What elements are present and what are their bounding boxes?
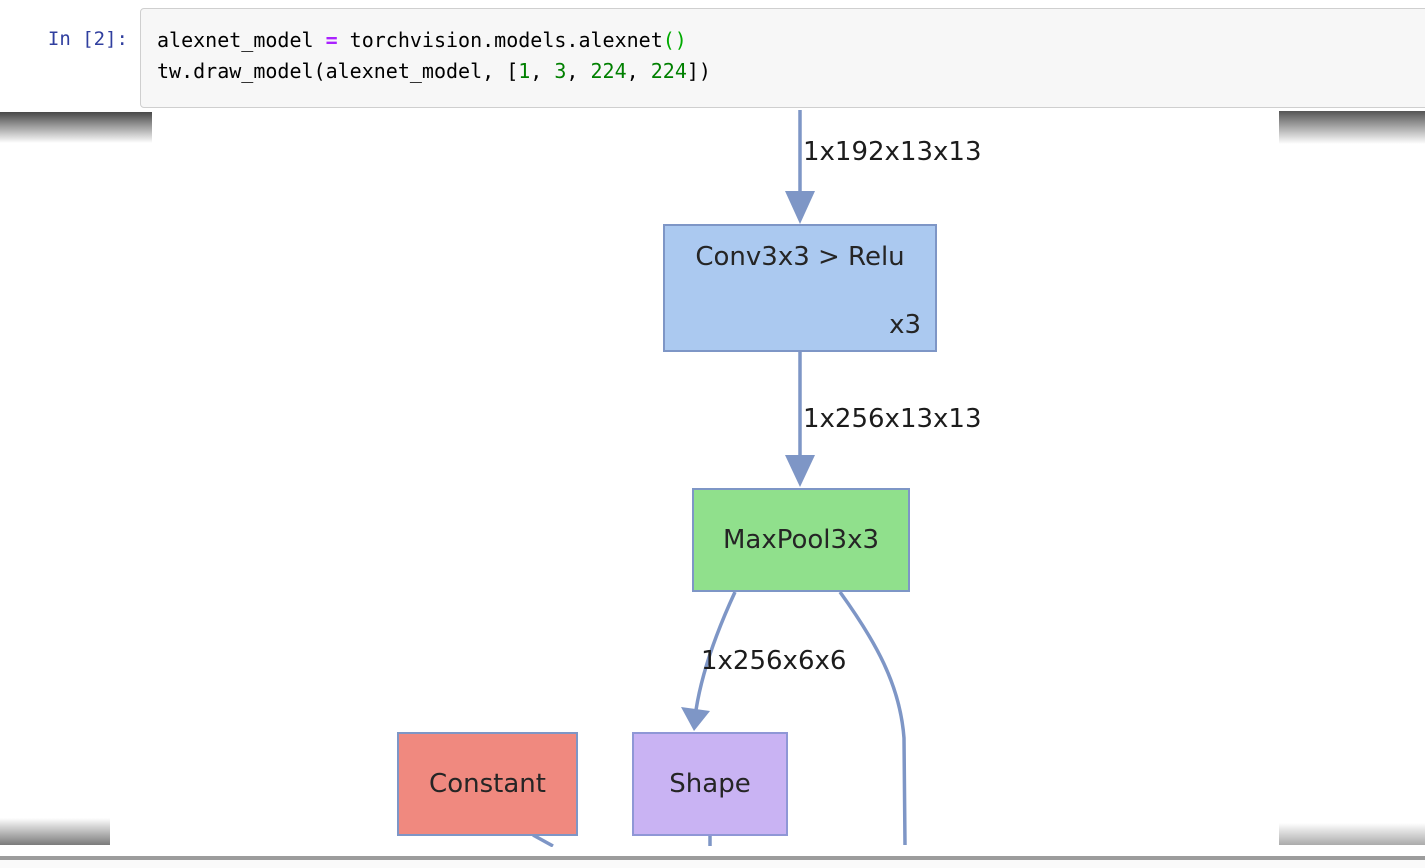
code-text: , <box>626 59 651 83</box>
operator-token: = <box>325 28 338 52</box>
edge-maxpool-to-shape <box>694 591 737 711</box>
code-line-2: tw.draw_model(alexnet_model, [1, 3, 224,… <box>157 59 711 83</box>
bracket-token: () <box>662 28 687 52</box>
code-text: alexnet_model <box>157 28 326 52</box>
code-text: torchvision.models.alexnet <box>337 28 663 52</box>
node-label: Shape <box>669 769 751 799</box>
tensor-shape-label: 1x192x13x13 <box>803 137 982 167</box>
node-constant: Constant <box>397 732 578 836</box>
edges-svg <box>532 110 907 847</box>
node-label: Conv3x3 > Relu <box>695 242 905 272</box>
arrowhead-maxpool <box>785 455 815 487</box>
edge-stub-constant <box>532 833 554 847</box>
node-conv3x3-relu: Conv3x3 > Relu x3 <box>663 224 937 352</box>
edge-maxpool-right-branch <box>838 590 907 846</box>
shadow-top-left <box>0 112 152 143</box>
code-cell[interactable]: alexnet_model = torchvision.models.alexn… <box>140 8 1425 108</box>
code-text: tw.draw_model(alexnet_model, [ <box>157 59 519 83</box>
number-token: 224 <box>650 59 687 83</box>
model-diagram-output: 1x192x13x13 1x256x13x13 1x256x6x6 Conv3x… <box>0 110 1425 847</box>
node-repeat-badge: x3 <box>889 310 921 340</box>
shadow-bottom-left <box>0 818 110 845</box>
node-maxpool3x3: MaxPool3x3 <box>692 488 910 592</box>
code-text: , <box>566 59 591 83</box>
arrowhead-shape <box>681 707 710 731</box>
shadow-bottom-right <box>1279 823 1425 845</box>
shadow-top-right <box>1279 111 1425 144</box>
code-editor[interactable]: alexnet_model = torchvision.models.alexn… <box>141 9 1425 87</box>
code-line-1: alexnet_model = torchvision.models.alexn… <box>157 28 687 52</box>
number-token: 1 <box>518 59 531 83</box>
node-label: Constant <box>429 769 546 799</box>
node-label: MaxPool3x3 <box>722 525 879 555</box>
code-text: , <box>530 59 555 83</box>
cell-prompt: In [2]: <box>47 28 128 50</box>
bottom-strip <box>0 860 1425 868</box>
node-shape: Shape <box>632 732 788 836</box>
number-token: 3 <box>554 59 567 83</box>
bottom-divider <box>0 856 1425 860</box>
number-token: 224 <box>590 59 627 83</box>
arrowhead-conv <box>785 191 815 224</box>
tensor-shape-label: 1x256x6x6 <box>701 646 847 676</box>
code-text: ]) <box>686 59 711 83</box>
tensor-shape-label: 1x256x13x13 <box>803 404 982 434</box>
